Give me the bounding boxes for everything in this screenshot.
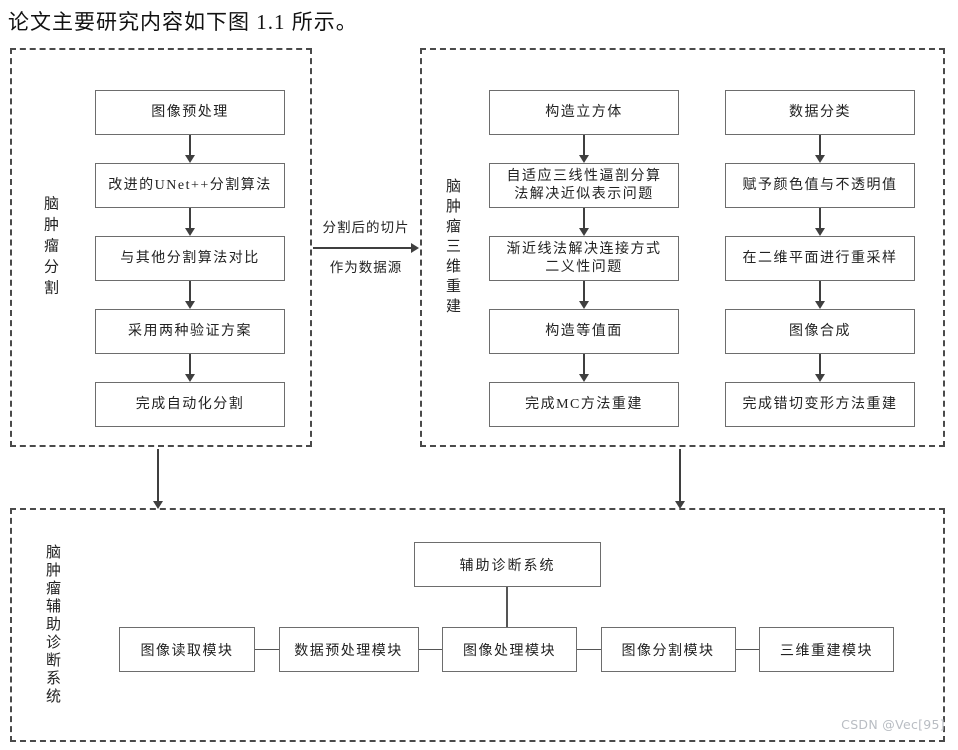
node-construct-isosurface: 构造等值面 (489, 309, 679, 354)
arrow-down-icon (183, 281, 197, 309)
mc-flow-column: 构造立方体 自适应三线性逼剖分算 法解决近似表示问题 渐近线法解决连接方式 二义… (489, 90, 679, 427)
node-asymptote-ambiguity: 渐近线法解决连接方式 二义性问题 (489, 236, 679, 281)
connector-label-bottom: 作为数据源 (329, 260, 403, 275)
module-3d-reconstruction: 三维重建模块 (759, 627, 894, 672)
node-compare-algorithms: 与其他分割算法对比 (95, 236, 285, 281)
segmentation-group-box: 脑肿瘤分割 图像预处理 改进的UNet++分割算法 与其他分割算法对比 采用两种… (10, 48, 312, 447)
module-row: 图像读取模块 数据预处理模块 图像处理模块 图像分割模块 三维重建模块 (119, 627, 894, 672)
connector-line (735, 648, 759, 651)
diagnosis-side-label: 脑肿瘤辅助诊断系统 (44, 544, 60, 706)
arrow-down-icon (673, 449, 687, 509)
node-trilinear-approximation: 自适应三线性逼剖分算 法解决近似表示问题 (489, 163, 679, 208)
segmentation-flow-column: 图像预处理 改进的UNet++分割算法 与其他分割算法对比 采用两种验证方案 完… (95, 90, 285, 427)
arrow-down-icon (183, 135, 197, 163)
node-data-classification: 数据分类 (725, 90, 915, 135)
node-construct-cube: 构造立方体 (489, 90, 679, 135)
module-image-processing: 图像处理模块 (442, 627, 577, 672)
connector-line (506, 587, 508, 627)
diagnosis-group-box: 脑肿瘤辅助诊断系统 辅助诊断系统 图像读取模块 数据预处理模块 图像处理模块 图… (10, 508, 945, 742)
node-unet-segmentation: 改进的UNet++分割算法 (95, 163, 285, 208)
module-image-reading: 图像读取模块 (119, 627, 255, 672)
node-assign-color-opacity: 赋予颜色值与不透明值 (725, 163, 915, 208)
figure-title: 论文主要研究内容如下图 1.1 所示。 (8, 10, 358, 34)
arrow-down-icon (577, 354, 591, 382)
arrow-down-icon (577, 281, 591, 309)
arrow-down-icon (813, 135, 827, 163)
arrow-down-icon (183, 354, 197, 382)
node-image-composition: 图像合成 (725, 309, 915, 354)
arrow-down-icon (813, 354, 827, 382)
arrow-down-icon (183, 208, 197, 236)
connector-line (255, 648, 279, 651)
node-image-preprocessing: 图像预处理 (95, 90, 285, 135)
node-automated-segmentation: 完成自动化分割 (95, 382, 285, 427)
shear-warp-flow-column: 数据分类 赋予颜色值与不透明值 在二维平面进行重采样 图像合成 完成错切变形方法… (725, 90, 915, 427)
node-shear-warp-reconstruction: 完成错切变形方法重建 (725, 382, 915, 427)
arrow-down-icon (813, 281, 827, 309)
arrow-down-icon (813, 208, 827, 236)
module-data-preprocessing: 数据预处理模块 (278, 627, 419, 672)
node-validation-schemes: 采用两种验证方案 (95, 309, 285, 354)
node-aux-diagnosis-system: 辅助诊断系统 (414, 542, 601, 587)
reconstruction-group-box: 脑肿瘤三维重建 构造立方体 自适应三线性逼剖分算 法解决近似表示问题 渐近线法解… (420, 48, 945, 447)
connector-line (418, 648, 442, 651)
arrow-down-icon (577, 208, 591, 236)
node-mc-reconstruction: 完成MC方法重建 (489, 382, 679, 427)
arrow-right-icon (313, 242, 419, 254)
segmentation-side-label: 脑肿瘤分割 (42, 195, 58, 300)
watermark: CSDN @Vec[95] (841, 717, 945, 732)
module-image-segmentation: 图像分割模块 (600, 627, 736, 672)
connector-line (577, 648, 601, 651)
arrow-down-icon (151, 449, 165, 509)
node-2d-resampling: 在二维平面进行重采样 (725, 236, 915, 281)
arrow-down-icon (577, 135, 591, 163)
reconstruction-side-label: 脑肿瘤三维重建 (444, 177, 460, 318)
connector-label-top: 分割后的切片 (322, 220, 410, 235)
